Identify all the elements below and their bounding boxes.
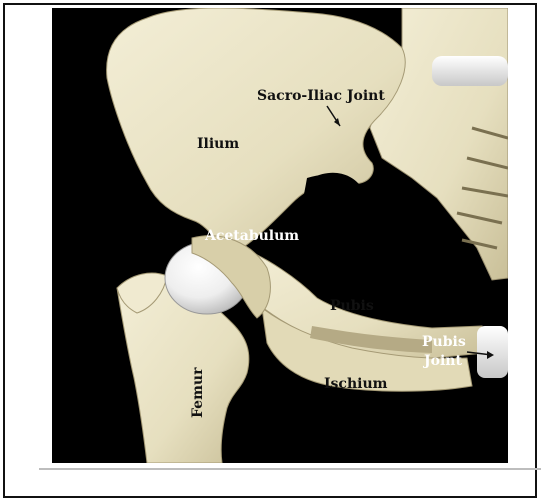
figure-frame: Sacro-Iliac Joint Ilium Acetabulum Pubis… [3,3,537,498]
pubic-symphysis-disc [477,326,508,378]
label-pubis-joint-line2: Joint [422,353,462,369]
vertebral-disc [432,56,508,86]
pelvis-svg: Sacro-Iliac Joint Ilium Acetabulum Pubis… [52,8,508,463]
label-acetabulum: Acetabulum [204,228,299,244]
label-sacro-iliac-joint: Sacro-Iliac Joint [257,88,385,104]
label-ischium: Ischium [324,376,388,392]
label-ilium: Ilium [197,136,239,152]
caption-divider [39,468,541,470]
label-pubis: Pubis [330,298,374,314]
pelvis-illustration: Sacro-Iliac Joint Ilium Acetabulum Pubis… [52,8,508,463]
label-pubis-joint-line1: Pubis [422,334,466,350]
label-femur: Femur [190,367,206,418]
